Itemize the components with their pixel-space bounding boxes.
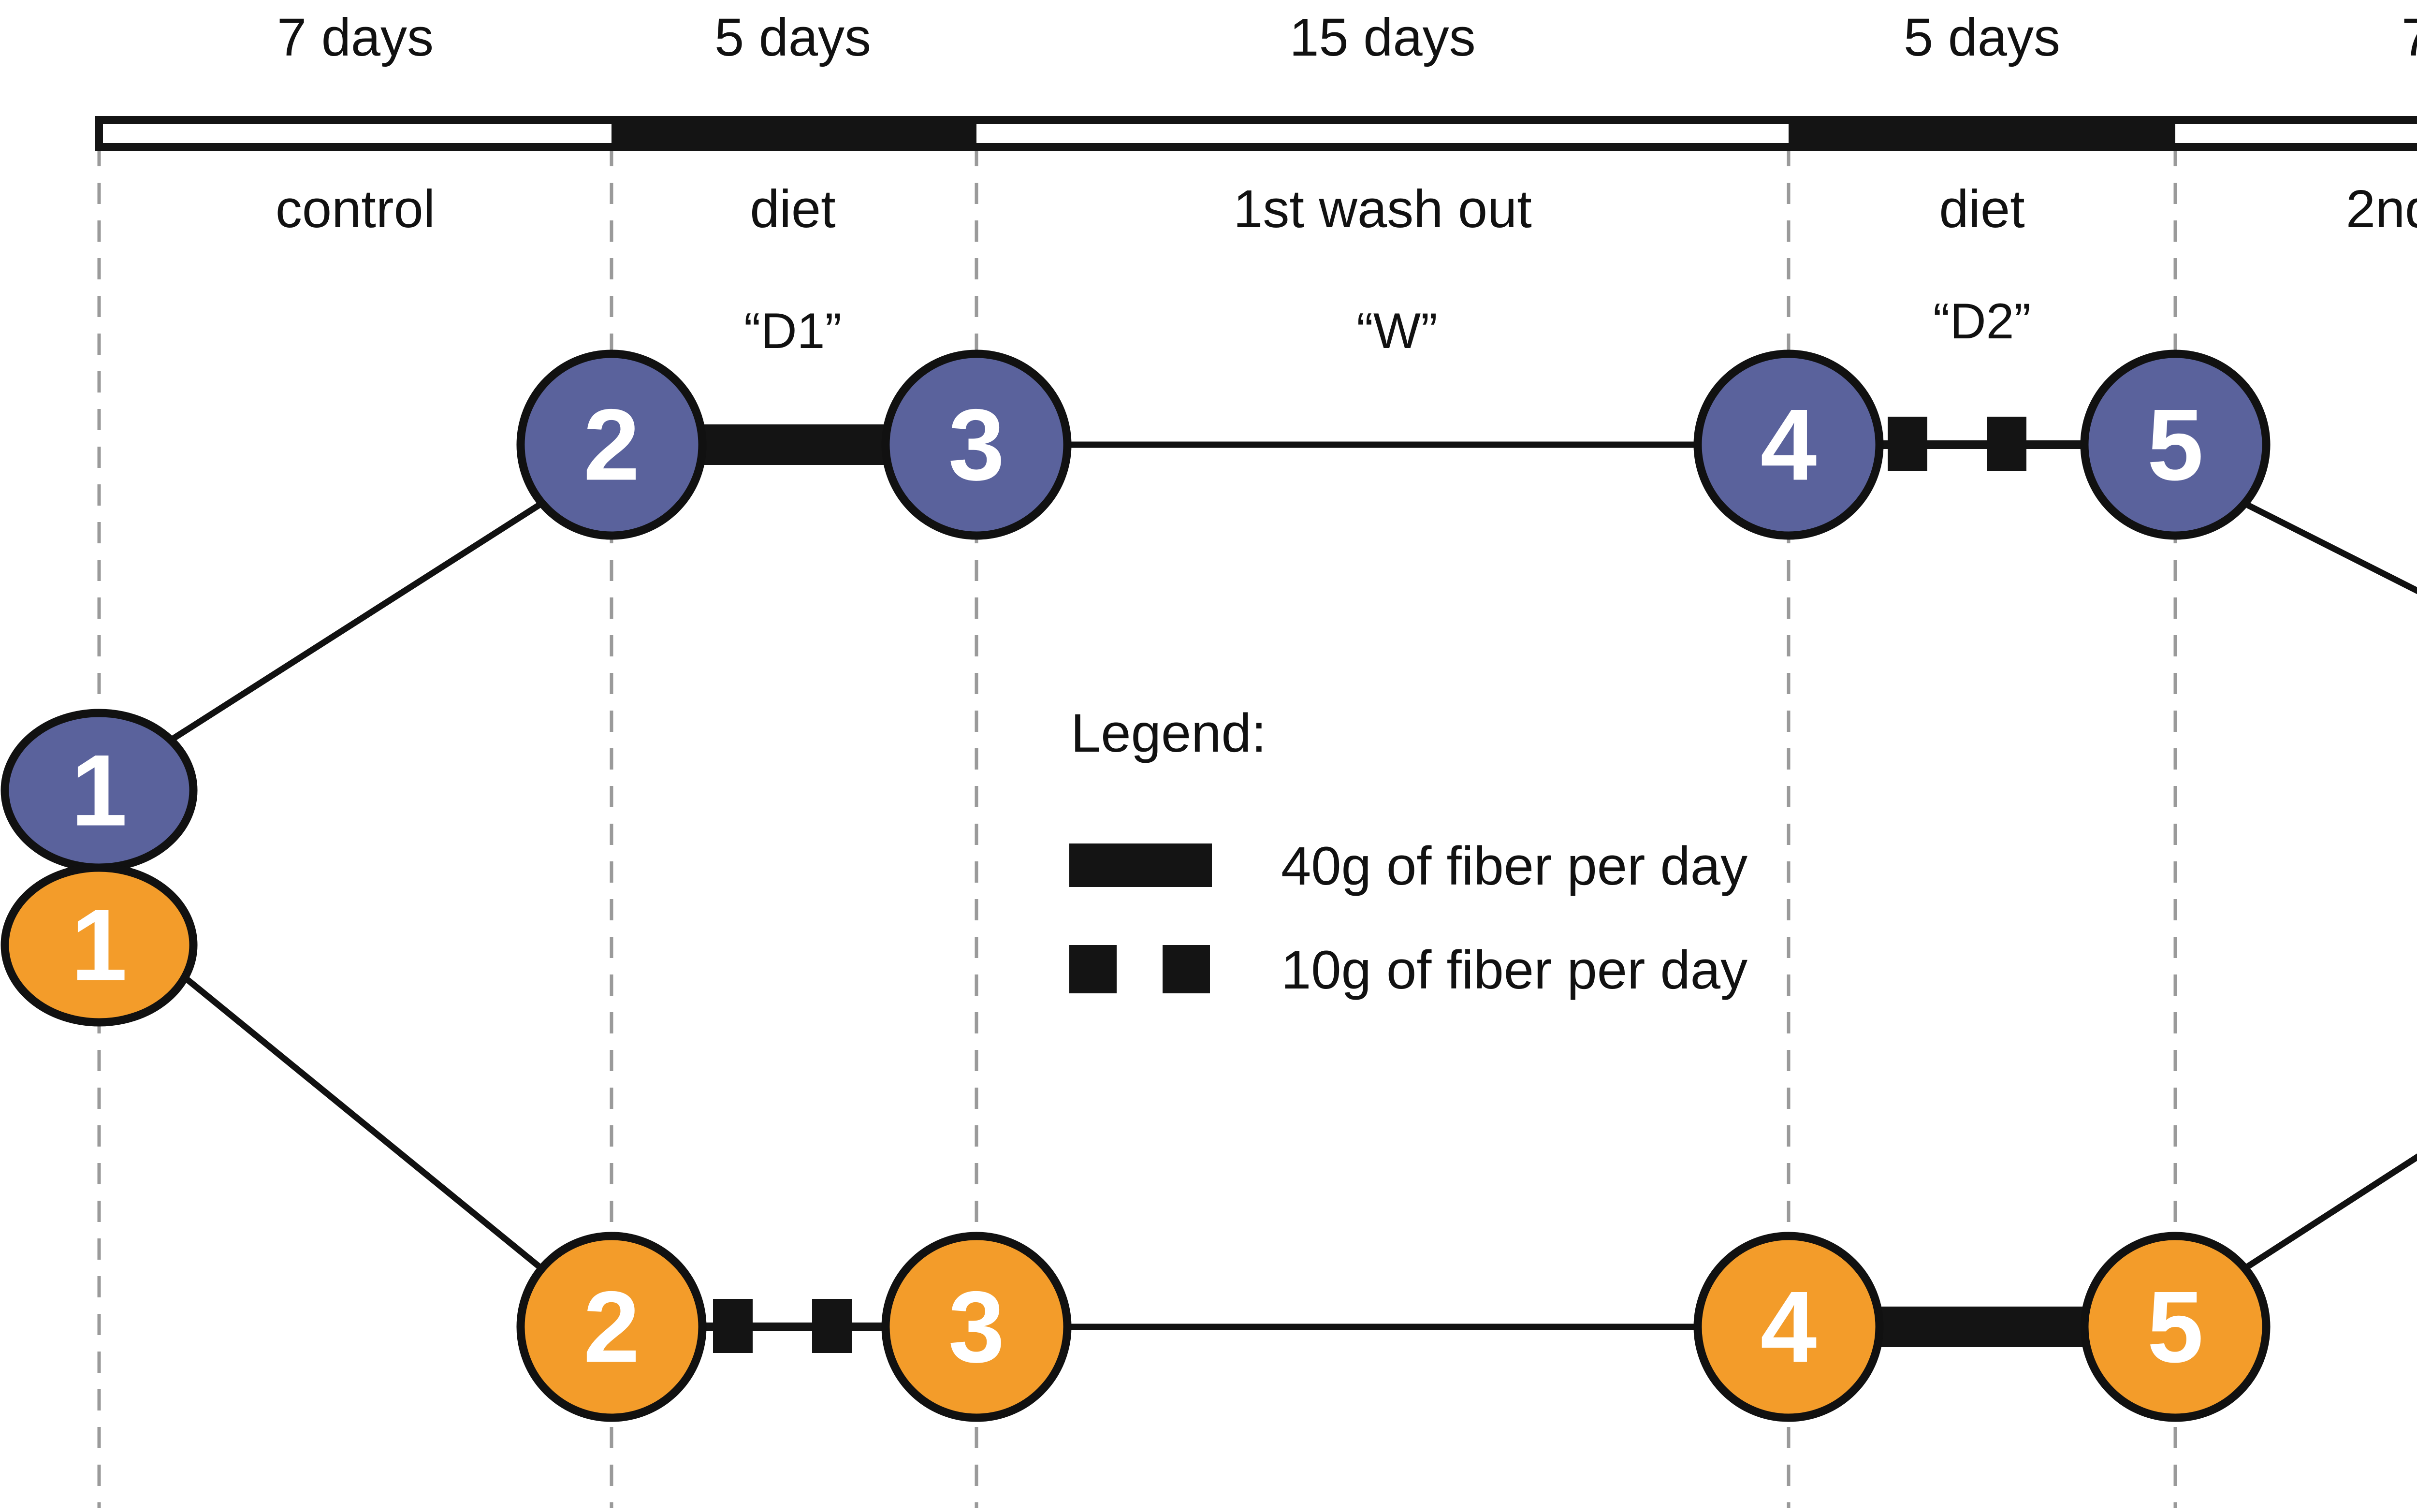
node-blue-3-shape xyxy=(881,349,1072,540)
node-orange-1-label: 1 xyxy=(71,888,128,1002)
edge-orange-1-2 xyxy=(169,964,541,1269)
period-label-diet-2: diet xyxy=(1939,179,2024,239)
node-blue-5-shape xyxy=(2080,349,2271,540)
node-blue-5[interactable]: 5 xyxy=(2080,349,2271,540)
timeline-bar-segment-diet-2 xyxy=(1789,120,2175,147)
edge-orange-5-6 xyxy=(2246,1153,2417,1269)
node-orange-4[interactable]: 4 xyxy=(1693,1232,1884,1422)
arm-orange-nodes: 1 2 3 4 5 6 xyxy=(0,863,2271,1422)
node-orange-5-shape xyxy=(2080,1232,2271,1422)
phase-code-w: “W” xyxy=(1356,303,1437,359)
period-label-washout-1: 1st wash out xyxy=(1233,179,1532,239)
node-blue-4[interactable]: 4 xyxy=(1693,349,1884,540)
node-orange-3-label: 3 xyxy=(948,1270,1005,1384)
arm-blue-edges xyxy=(170,417,2417,742)
edge-blue-5-6 xyxy=(2246,502,2417,595)
node-orange-2[interactable]: 2 xyxy=(516,1232,707,1422)
edge-orange-2-3-block-b xyxy=(812,1299,852,1353)
period-label-diet-1: diet xyxy=(750,179,835,239)
node-blue-1-label: 1 xyxy=(71,734,128,847)
node-orange-1[interactable]: 1 xyxy=(0,863,198,1027)
duration-label-control: 7 days xyxy=(277,8,434,67)
arm-blue-nodes: 1 2 3 4 5 6 xyxy=(0,349,2271,872)
edge-blue-1-2 xyxy=(170,502,541,742)
node-orange-3[interactable]: 3 xyxy=(881,1232,1072,1422)
node-orange-2-shape xyxy=(516,1232,707,1422)
node-blue-4-label: 4 xyxy=(1761,388,1817,502)
guide-lines xyxy=(97,145,2177,1508)
node-blue-1[interactable]: 1 xyxy=(0,709,198,872)
period-label-washout-2: 2nd wash out xyxy=(2346,179,2417,239)
node-blue-2-shape xyxy=(516,349,707,540)
node-blue-2[interactable]: 2 xyxy=(516,349,707,540)
period-label-control: control xyxy=(276,179,435,239)
arm-orange-edges xyxy=(169,964,2417,1353)
duration-label-diet-2: 5 days xyxy=(1904,8,2060,67)
legend-title: Legend: xyxy=(1071,703,1267,763)
node-orange-5-label: 5 xyxy=(2147,1270,2204,1384)
edge-blue-4-5-block-a xyxy=(1888,417,1927,471)
legend-label-10g: 10g of fiber per day xyxy=(1281,940,1747,1000)
duration-label-washout-1: 15 days xyxy=(1289,8,1475,67)
duration-label-washout-2: 7 days xyxy=(2402,8,2417,67)
legend: Legend: 40g of fiber per day 10g of fibe… xyxy=(1069,703,1747,1000)
phase-code-d2: “D2” xyxy=(1933,293,2031,349)
legend-swatch-dash-10g-a xyxy=(1069,945,1117,993)
timeline-bar-segment-diet-1 xyxy=(612,120,976,147)
node-orange-4-shape xyxy=(1693,1232,1884,1422)
phase-code-d1: “D1” xyxy=(744,303,842,359)
node-orange-5[interactable]: 5 xyxy=(2080,1232,2271,1422)
node-blue-4-shape xyxy=(1693,349,1884,540)
edge-orange-2-3-block-a xyxy=(713,1299,753,1353)
node-orange-3-shape xyxy=(881,1232,1072,1422)
node-blue-2-label: 2 xyxy=(583,388,640,502)
timeline-bar xyxy=(95,116,2417,151)
node-orange-1-shape xyxy=(0,863,198,1027)
node-orange-4-label: 4 xyxy=(1761,1270,1817,1384)
node-blue-3[interactable]: 3 xyxy=(881,349,1072,540)
period-name-labels: control diet 1st wash out diet 2nd wash … xyxy=(276,179,2417,239)
legend-swatch-solid-40g xyxy=(1069,843,1212,887)
edge-blue-4-5-block-b xyxy=(1987,417,2026,471)
legend-label-40g: 40g of fiber per day xyxy=(1281,836,1747,896)
duration-labels: 7 days 5 days 15 days 5 days 7 days xyxy=(277,8,2417,67)
node-blue-5-label: 5 xyxy=(2147,388,2204,502)
node-blue-3-label: 3 xyxy=(948,388,1005,502)
legend-swatch-dash-10g-b xyxy=(1163,945,1210,993)
phase-code-labels: “D1” “W” “D2” xyxy=(744,293,2031,359)
node-orange-2-label: 2 xyxy=(583,1270,640,1384)
duration-label-diet-1: 5 days xyxy=(714,8,871,67)
